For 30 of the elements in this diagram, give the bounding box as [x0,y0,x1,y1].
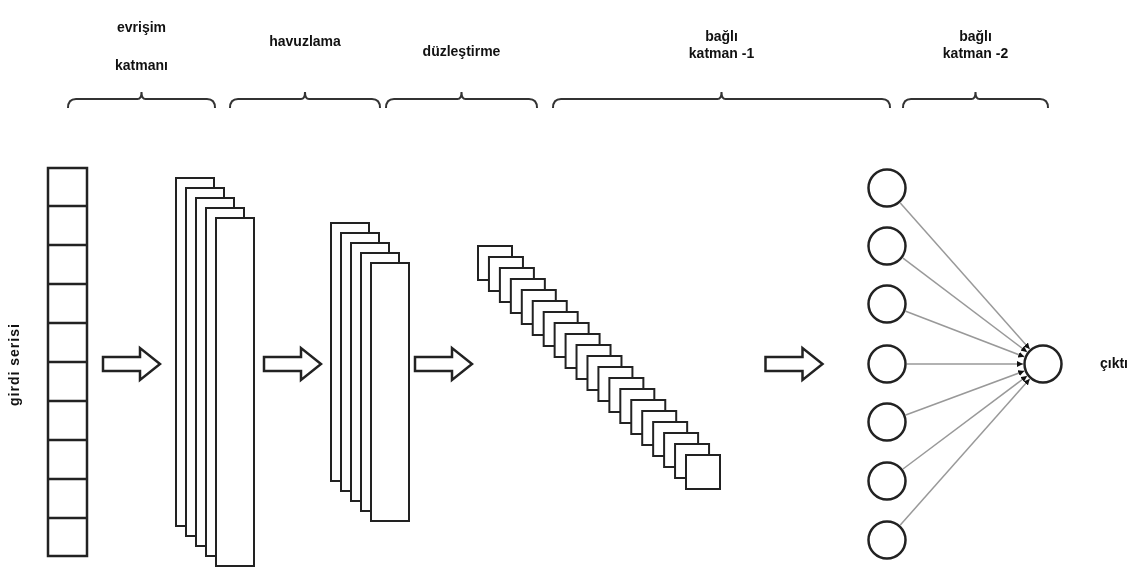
connection-line [899,378,1031,526]
feature-map-stack [175,177,255,567]
layer-label: düzleştirme [421,43,502,60]
connection-line [902,375,1028,470]
block-arrow [101,345,162,383]
layer-label: bağlı katman -1 [687,28,756,62]
connection-line [902,257,1028,353]
neuron-circle [867,520,907,560]
output-circle [1023,344,1063,384]
connection-line [906,361,1024,367]
neuron-circle [867,344,907,384]
output-label: çıktı [1099,355,1129,372]
connection-line [904,370,1026,416]
layer-label: bağlı katman -2 [941,28,1010,62]
block-arrow [413,345,474,383]
neuron-circle [867,168,907,208]
layer-label: havuzlama [268,33,342,50]
block-arrow [262,345,323,383]
feature-map-stack [330,222,410,522]
connection-line [899,202,1031,350]
input-label: girdi serisi [6,322,23,409]
neuron-circle [867,461,907,501]
block-arrow [764,345,825,383]
input-column [47,167,88,557]
layer-label: evrişim katmanı [114,18,169,75]
connection-line [904,310,1026,358]
flattened-units-stack [477,245,721,490]
neuron-circle [867,226,907,266]
neuron-circle [867,284,907,324]
neuron-circle [867,402,907,442]
